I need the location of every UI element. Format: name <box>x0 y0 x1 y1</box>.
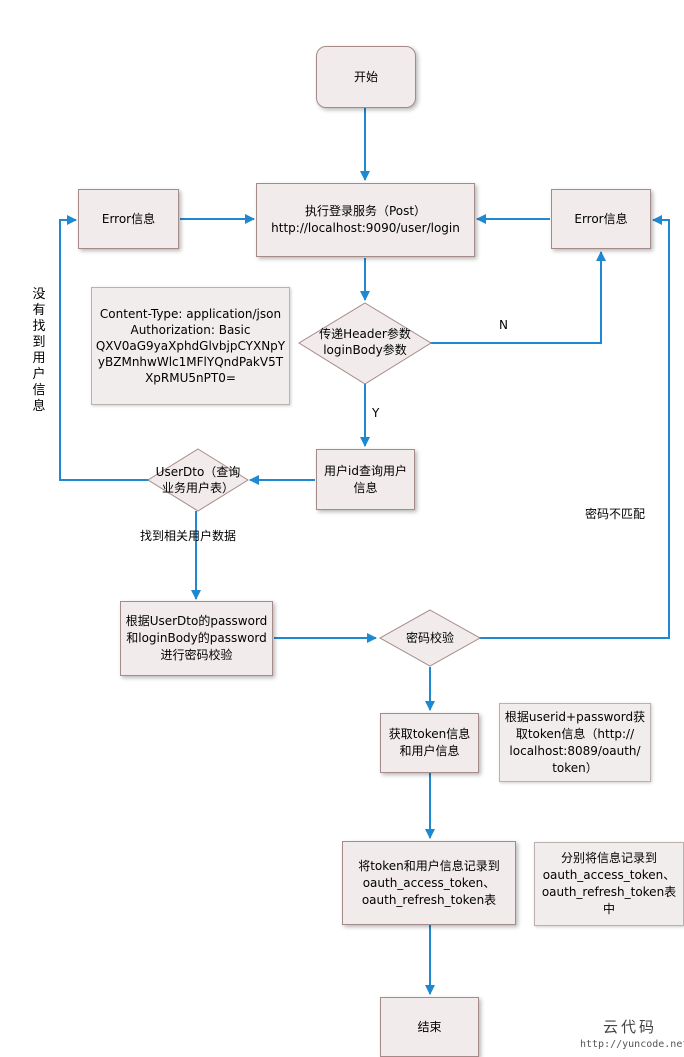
header-decision-shape <box>298 302 432 385</box>
user-not-found-char: 找 <box>32 319 46 334</box>
record-token-node: 将token和用户信息记录到 oauth_access_token、 oauth… <box>342 841 516 925</box>
error-left-label: Error信息 <box>101 211 156 226</box>
get-token-label: 获取token信息 和用户信息 <box>388 727 471 758</box>
userdto-decision-label: UserDto（查询 业务用户表） <box>155 465 241 495</box>
error-right-node: Error信息 <box>551 189 651 249</box>
record-note: 分别将信息记录到 oauth_access_token、 oauth_refre… <box>534 842 684 926</box>
login-service-node: 执行登录服务（Post） http://localhost:9090/user/… <box>256 183 475 257</box>
error-right-label: Error信息 <box>574 211 628 226</box>
end-node: 结束 <box>380 997 479 1057</box>
watermark-brand: 云代码 <box>603 1018 658 1036</box>
token-note: 根据userid+password获 取token信息（http:// loca… <box>499 703 651 782</box>
user-not-found-char: 没 <box>32 287 46 302</box>
arrow-header-decision-no <box>430 251 606 344</box>
get-token-node: 获取token信息 和用户信息 <box>380 713 479 773</box>
compare-password-node: 根据UserDto的password 和loginBody的password 进… <box>120 601 273 676</box>
header-note-text: Content-Type: application/json Authoriza… <box>95 307 286 385</box>
found-data-label: 找到相关用户数据 <box>140 529 237 543</box>
start-node: 开始 <box>316 46 416 108</box>
watermark-url: http://yuncode.net <box>580 1039 684 1050</box>
userdto-decision-shape <box>147 448 249 512</box>
user-not-found-char: 有 <box>32 303 46 318</box>
record-token-label: 将token和用户信息记录到 oauth_access_token、 oauth… <box>358 858 500 907</box>
end-label: 结束 <box>417 1019 442 1034</box>
arrow-userdto-not-found <box>59 215 150 481</box>
password-decision-label: 密码校验 <box>405 631 454 645</box>
token-note-text: 根据userid+password获 取token信息（http:// loca… <box>504 709 646 775</box>
password-decision-shape <box>378 609 482 667</box>
start-label: 开始 <box>353 69 378 84</box>
header-decision-label: 传递Header参数 loginBody参数 <box>319 327 411 357</box>
query-user-label: 用户id查询用户 信息 <box>324 463 407 495</box>
login-service-label: 执行登录服务（Post） http://localhost:9090/user/… <box>271 204 460 235</box>
error-left-node: Error信息 <box>78 189 179 249</box>
user-not-found-char: 到 <box>32 335 46 350</box>
arrow-password-mismatch <box>477 215 670 639</box>
yes-label: Y <box>372 406 380 420</box>
user-not-found-char: 用 <box>32 351 46 366</box>
user-not-found-char: 信 <box>32 383 46 398</box>
compare-password-label: 根据UserDto的password 和loginBody的password 进… <box>125 614 268 662</box>
no-label: N <box>499 318 508 332</box>
header-note: Content-Type: application/json Authoriza… <box>91 287 290 405</box>
query-user-node: 用户id查询用户 信息 <box>316 449 415 510</box>
record-note-text: 分别将信息记录到 oauth_access_token、 oauth_refre… <box>541 851 677 916</box>
password-mismatch-label: 密码不匹配 <box>585 507 646 521</box>
user-not-found-char: 户 <box>32 367 46 382</box>
user-not-found-char: 息 <box>32 399 46 414</box>
